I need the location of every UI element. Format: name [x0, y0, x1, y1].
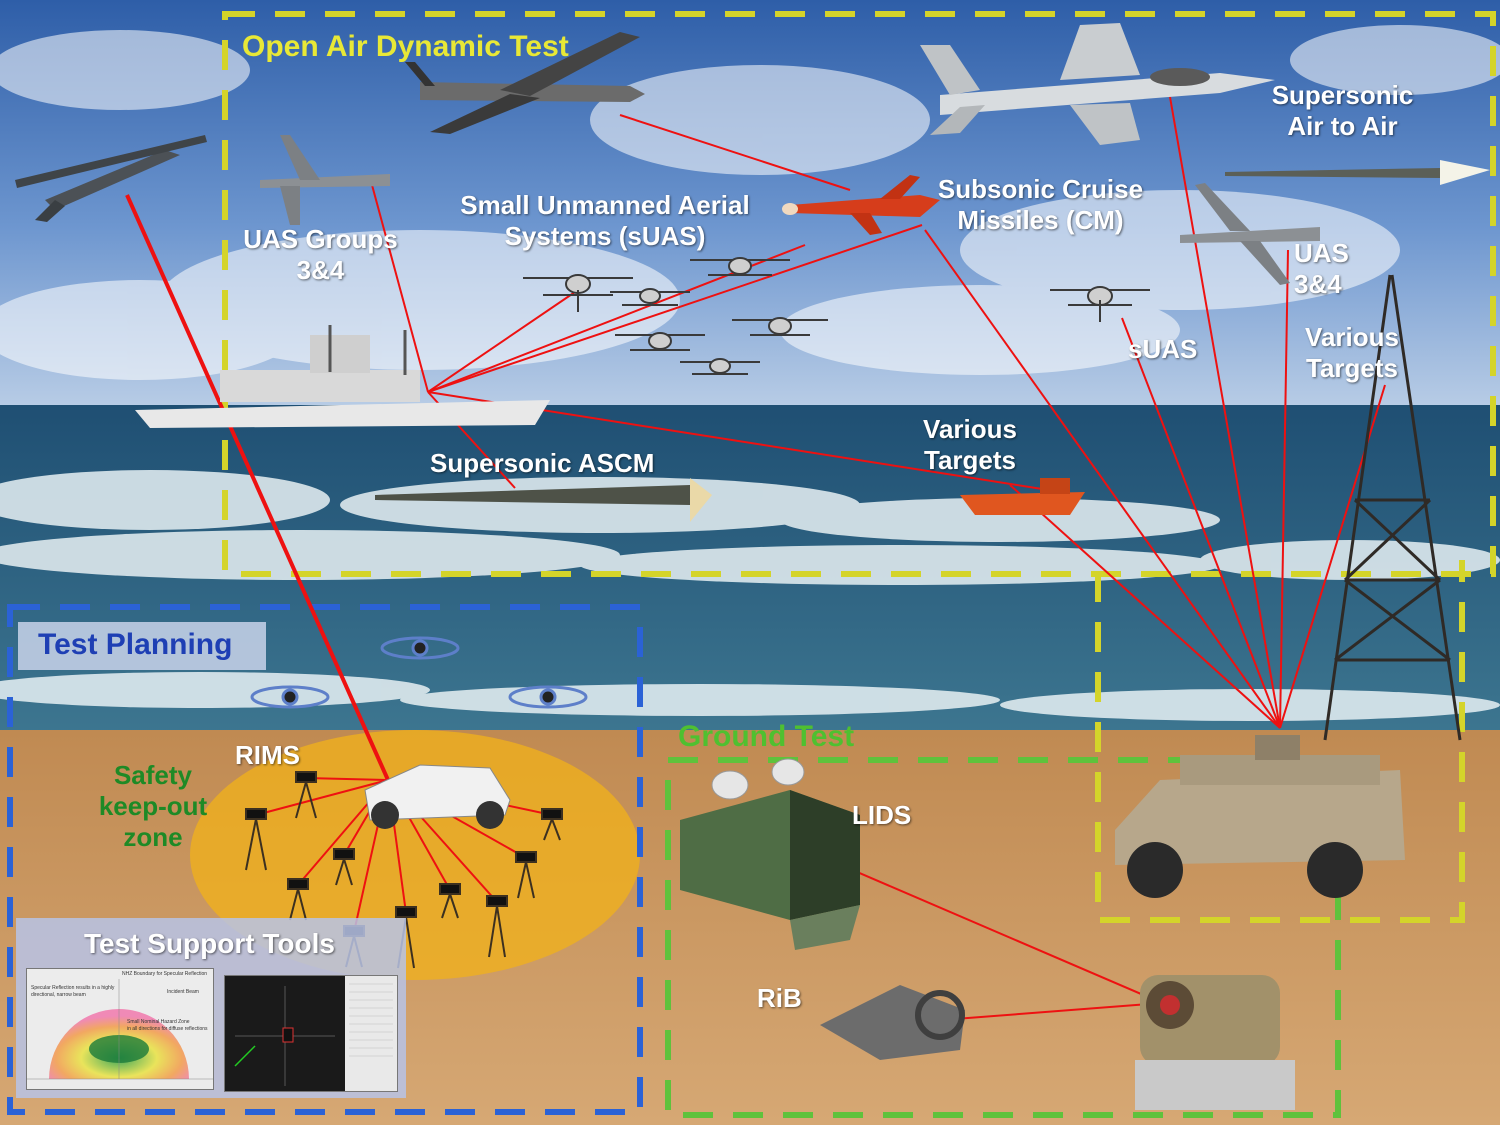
label-test-support-tools: Test Support Tools	[84, 928, 335, 959]
fighter-jet-icon	[920, 23, 1275, 145]
hazard-note-5: Small Nominal Hazard Zone	[127, 1019, 190, 1025]
software-screenshot	[224, 975, 398, 1092]
satellite-dish-icon	[711, 758, 805, 800]
air-to-air-missile-icon	[1225, 160, 1490, 185]
test-planning-title: Test Planning	[38, 628, 233, 661]
link-lines	[125, 96, 1386, 1021]
label-supersonic-ascm: Supersonic ASCM	[430, 448, 655, 478]
hexacopter-icon	[380, 636, 460, 660]
tripod-sensor-icon	[439, 883, 461, 919]
radar-tower-icon	[1323, 274, 1462, 741]
hexacopter-icon	[508, 685, 588, 709]
hazard-note-3: directional, narrow beam	[31, 992, 86, 998]
quadcopter-icon	[680, 358, 760, 375]
ground-test-title: Ground Test	[678, 720, 855, 753]
ground-test-border	[665, 757, 1341, 1118]
quadcopter-icon	[732, 317, 828, 336]
warship-icon	[135, 325, 550, 428]
humvee-icon	[1115, 735, 1405, 898]
tripod-sensor-icon	[515, 851, 537, 899]
quadcopter-icon	[523, 274, 633, 312]
label-rims: RIMS	[235, 740, 300, 770]
hazard-note-2: Specular Reflection results in a highly	[31, 985, 115, 991]
tripod-sensors	[245, 771, 563, 969]
open-air-lower-border	[1095, 560, 1465, 923]
tripod-sensor-icon	[245, 808, 267, 871]
hazard-note-1: NHZ Boundary for Specular Reflection	[122, 971, 208, 977]
open-air-border	[222, 11, 1496, 577]
label-lids: LIDS	[852, 800, 912, 830]
label-suas: sUAS	[1128, 334, 1198, 364]
label-rib: RiB	[757, 983, 802, 1013]
test-planning-title-bg	[18, 622, 266, 670]
tripod-sensor-icon	[541, 808, 563, 841]
hazard-dome-plot	[27, 979, 213, 1080]
pickup-truck-icon	[364, 764, 511, 829]
cargo-plane-icon	[15, 135, 207, 222]
tripod-sensor-icon	[486, 895, 508, 958]
quadcopter-icon	[690, 257, 790, 276]
quadcopter-icon	[610, 288, 690, 306]
tripod-sensor-icon	[333, 848, 355, 886]
laser-turret-icon	[1135, 975, 1295, 1110]
quadcopter-icon	[1050, 286, 1150, 322]
drone-aircraft-icon	[405, 32, 645, 134]
uas-drone-icon	[260, 135, 390, 225]
tripod-sensor-icon	[295, 771, 317, 819]
hazard-note-6: in all directions for diffuse reflection…	[127, 1026, 208, 1032]
ascm-missile-icon	[375, 478, 712, 522]
tripod-sensor-icon	[287, 878, 309, 921]
rib-device-icon	[820, 985, 965, 1060]
uas-drone-icon	[1180, 183, 1320, 285]
hazard-note-4: Incident Beam	[167, 989, 199, 995]
target-boat-icon	[960, 478, 1085, 515]
hazard-zone-screenshot: NHZ Boundary for Specular Reflection Spe…	[26, 968, 214, 1090]
open-air-title: Open Air Dynamic Test	[242, 30, 569, 63]
cruise-missile-icon	[782, 175, 940, 235]
quadcopter-icon	[615, 332, 705, 351]
software-view	[225, 976, 397, 1091]
quadcopter-swarm	[523, 257, 1150, 375]
test-planning-border	[7, 604, 643, 1115]
shipping-container-icon	[680, 790, 860, 950]
hexacopter-group	[250, 636, 588, 709]
hexacopter-icon	[250, 685, 330, 709]
